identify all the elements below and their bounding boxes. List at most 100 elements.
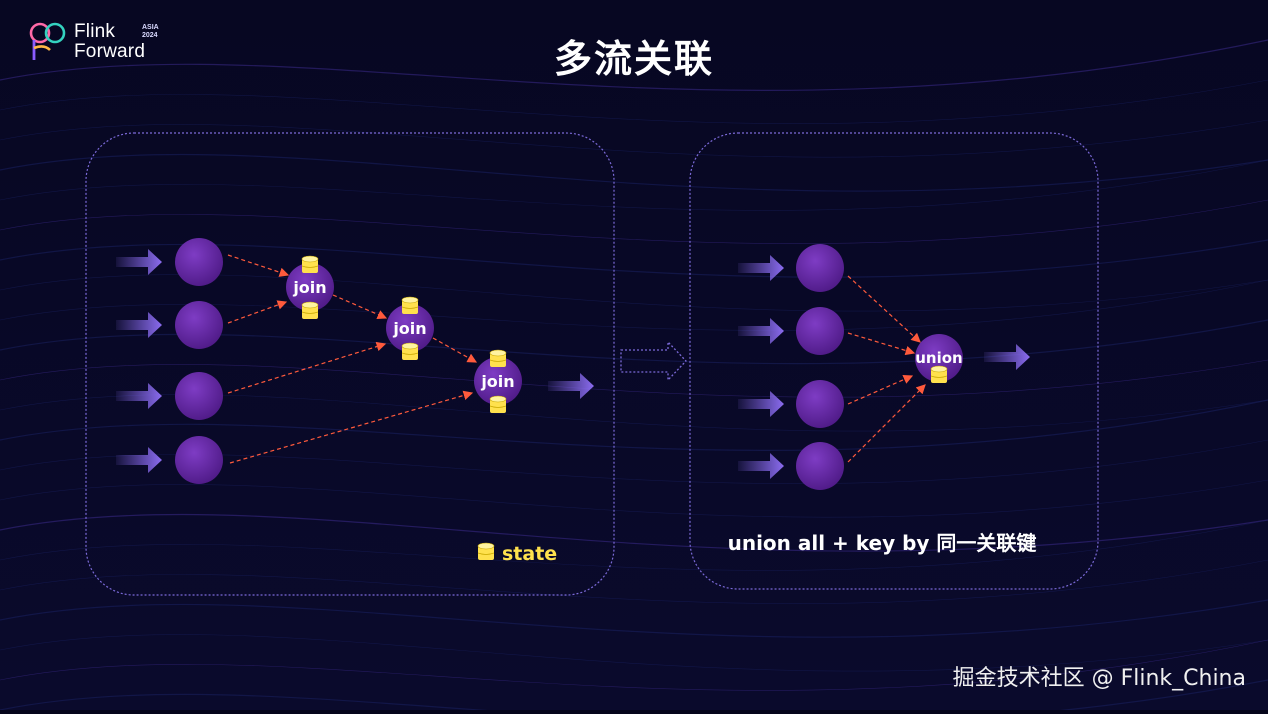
right-panel-caption: union all + key by 同一关联键 (728, 531, 1037, 555)
input-arrow (738, 318, 784, 344)
state-legend: state (477, 542, 557, 565)
state-icon-top (301, 301, 319, 309)
background-streak (0, 199, 1268, 244)
node-labels: join join join union (292, 278, 962, 391)
input-arrows (116, 249, 1030, 479)
state-icon-top (401, 342, 419, 350)
background-streak (0, 39, 1268, 92)
join-label: join (292, 278, 326, 297)
background-streak (0, 639, 1268, 691)
dashed-links (227, 254, 926, 464)
state-icon-top (301, 255, 319, 263)
state-icon-body (931, 369, 947, 383)
nodes (175, 238, 963, 490)
state-icon-body (402, 300, 418, 314)
background-streak (0, 634, 1268, 672)
state-icon-band (401, 352, 419, 355)
background-streak (0, 79, 1268, 124)
logo-badge-line-2: 2024 (142, 32, 158, 39)
watermark: 掘金技术社区 @ Flink_China (952, 666, 1246, 691)
input-arrow (116, 312, 162, 338)
state-icon (301, 301, 319, 319)
state-icon-body (302, 259, 318, 273)
dashed-link (332, 294, 388, 320)
union-node (915, 334, 963, 382)
union-label: union (915, 349, 962, 367)
logo-line-1: Flink (74, 21, 116, 42)
background-streak (0, 359, 1268, 398)
state-icon-top (930, 365, 948, 373)
logo-badge-line-1: ASIA (142, 24, 159, 31)
state-icon-band (489, 359, 507, 362)
dashed-link (847, 332, 916, 356)
background-streak (0, 153, 1268, 192)
state-icon-body (302, 305, 318, 319)
join-node (386, 304, 434, 352)
state-icons (301, 255, 948, 413)
join-node (474, 357, 522, 405)
state-icon (477, 542, 495, 560)
background-streak (0, 399, 1268, 452)
background-streak (0, 513, 1268, 552)
flink-forward-logo-icon (29, 22, 66, 60)
background-streak (0, 239, 1268, 278)
dashed-link (847, 374, 914, 405)
background-streak (0, 559, 1268, 604)
logo-line-2: Forward (74, 41, 146, 62)
source-node (175, 372, 223, 420)
state-icon-band (301, 311, 319, 314)
slide-title: 多流关联 (553, 37, 714, 81)
input-arrow (984, 344, 1030, 370)
input-arrow (116, 249, 162, 275)
join-label: join (480, 372, 514, 391)
state-icon-top (401, 296, 419, 304)
background-streak (0, 119, 1268, 158)
state-icon (489, 395, 507, 413)
state-icon-top (489, 395, 507, 403)
state-icon-top (477, 542, 495, 550)
flink-forward-logo: Flink Forward ASIA 2024 (28, 20, 178, 70)
source-node (175, 238, 223, 286)
source-node (796, 307, 844, 355)
state-icon (301, 255, 319, 273)
input-arrow (738, 391, 784, 417)
state-icon-band (930, 375, 948, 378)
input-arrow (116, 447, 162, 473)
state-icon (401, 296, 419, 314)
source-node (796, 442, 844, 490)
input-arrow (738, 255, 784, 281)
background-streak (0, 479, 1268, 518)
background-streak (0, 274, 1268, 312)
state-icon (930, 365, 948, 383)
state-icon (401, 342, 419, 360)
logo-wordmark: Flink Forward (74, 22, 184, 62)
state-icon-band (301, 265, 319, 268)
background-streak (0, 279, 1268, 331)
source-node (796, 244, 844, 292)
source-node (796, 380, 844, 428)
state-icon-body (402, 346, 418, 360)
dashed-link (847, 275, 921, 343)
background-streak (0, 519, 1268, 571)
input-arrow (116, 383, 162, 409)
state-icon-body (490, 399, 506, 413)
join-node (286, 263, 334, 311)
state-legend-label: state (502, 543, 557, 565)
state-icon (489, 349, 507, 367)
state-icon-band (477, 552, 495, 555)
input-arrow (738, 453, 784, 479)
state-icon-band (401, 306, 419, 309)
background-streak (0, 159, 1268, 211)
logo-badge: ASIA 2024 (142, 24, 159, 40)
state-icon-band (489, 405, 507, 408)
transform-arrow (620, 340, 687, 382)
state-icon-body (490, 353, 506, 367)
dashed-link (227, 300, 288, 324)
join-label: join (392, 319, 426, 338)
background-streak (0, 599, 1268, 638)
source-node (175, 436, 223, 484)
state-icon-top (489, 349, 507, 357)
dashed-link (227, 254, 290, 277)
